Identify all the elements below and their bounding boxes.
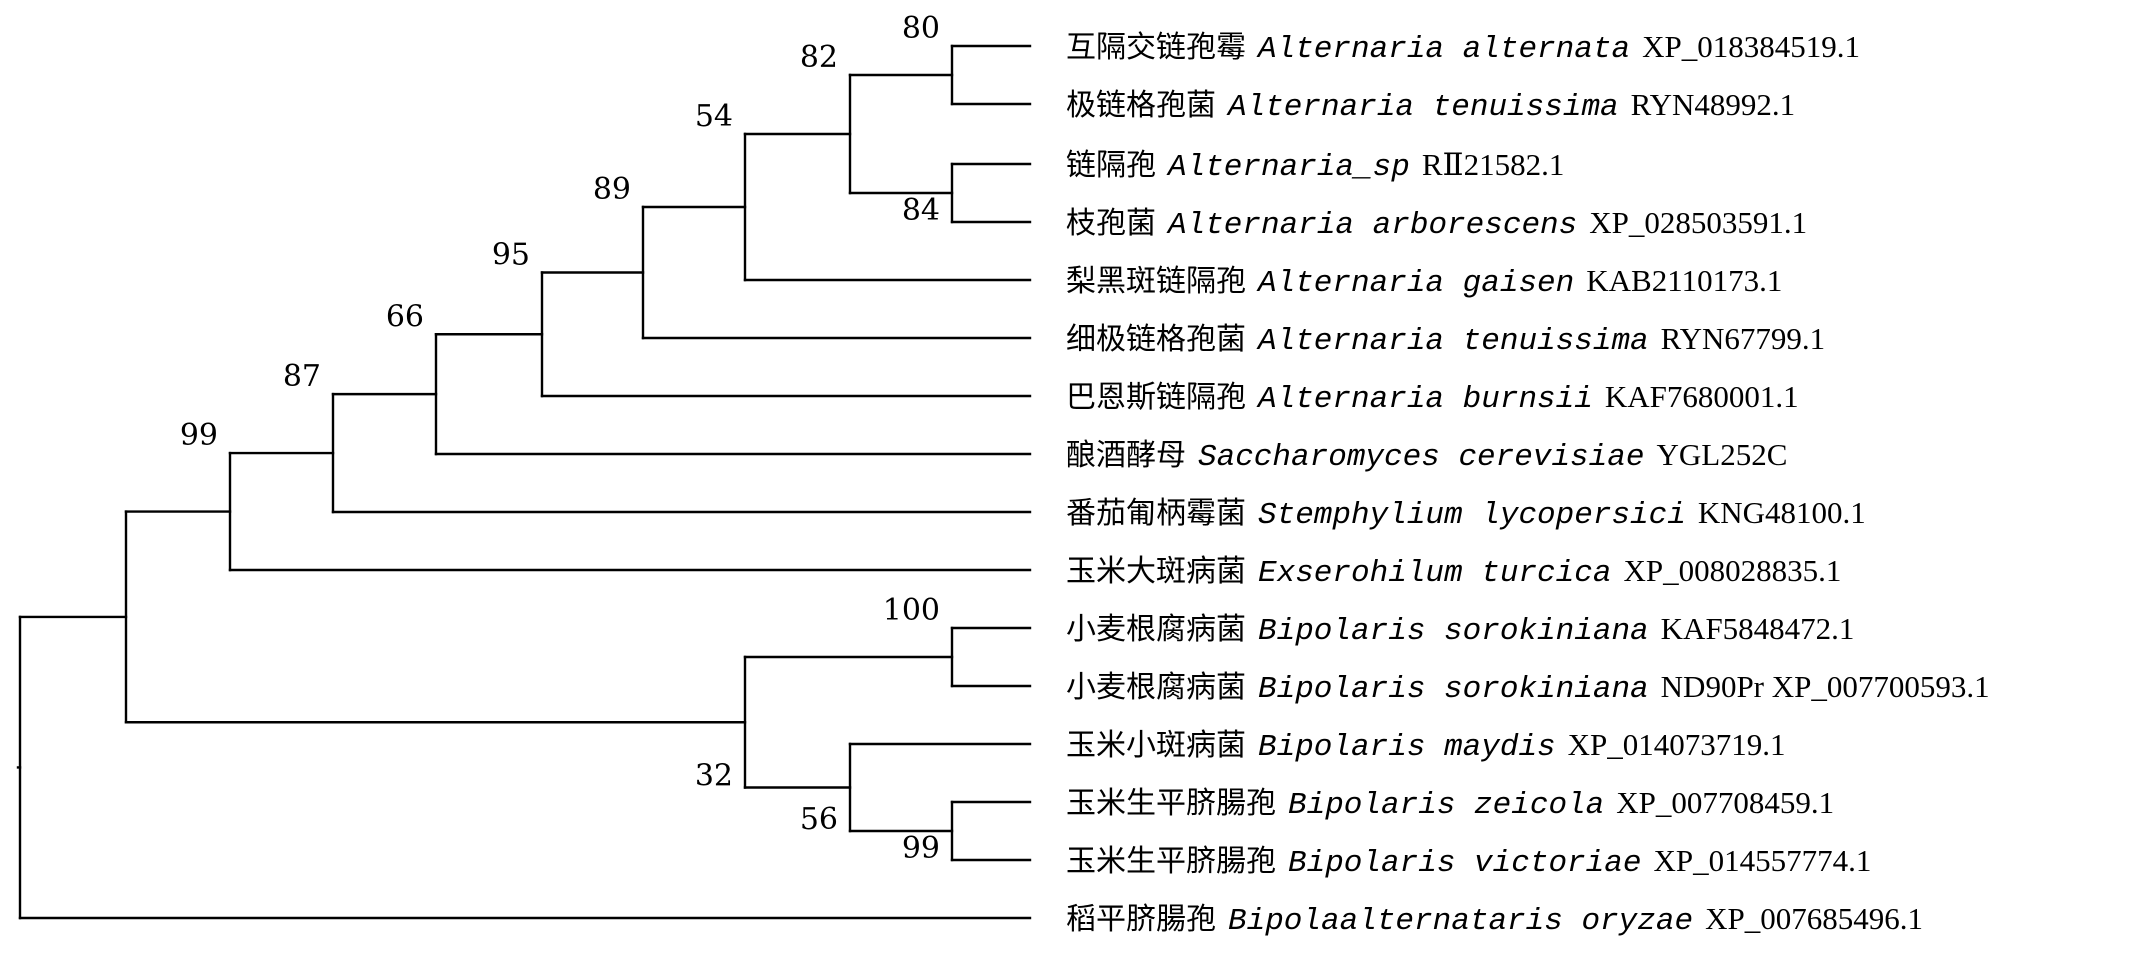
leaf-label: 玉米小斑病菌 Bipolaris maydis XP_014073719.1 xyxy=(1066,727,1786,765)
leaf-label: 玉米生平脐腸孢 Bipolaris zeicola XP_007708459.1 xyxy=(1066,785,1834,823)
leaf-accession: XP_028503591.1 xyxy=(1589,205,1807,240)
leaf-label: 番茄匍柄霉菌 Stemphylium lycopersici KNG48100.1 xyxy=(1066,495,1866,533)
leaf-chinese-name: 枝孢菌 xyxy=(1066,206,1156,241)
leaf-chinese-name: 梨黑斑链隔孢 xyxy=(1066,264,1246,299)
leaf-chinese-name: 小麦根腐病菌 xyxy=(1066,670,1246,705)
bootstrap-labels: 80 84 82 54 89 95 66 87 99 100 99 56 32 xyxy=(180,11,940,866)
leaf-chinese-name: 小麦根腐病菌 xyxy=(1066,612,1246,647)
leaf-chinese-name: 互隔交链孢霉 xyxy=(1066,30,1246,65)
leaf-accession: KAF7680001.1 xyxy=(1605,379,1799,414)
leaf-species-name: Bipolaris maydis xyxy=(1258,730,1556,765)
leaf-species-name: Stemphylium lycopersici xyxy=(1258,498,1686,533)
bootstrap-value: 89 xyxy=(593,172,631,207)
leaf-chinese-name: 番茄匍柄霉菌 xyxy=(1066,496,1246,531)
leaf-chinese-name: 玉米小斑病菌 xyxy=(1066,728,1246,763)
leaf-species-name: Alternaria tenuissima xyxy=(1256,324,1649,359)
leaf-label: 玉米生平脐腸孢 Bipolaris victoriae XP_014557774.1 xyxy=(1066,843,1871,881)
leaf-labels: 互隔交链孢霉 Alternaria alternata XP_018384519.1… xyxy=(1066,29,1990,939)
leaf-label: 极链格孢菌 Alternaria tenuissima RYN48992.1 xyxy=(1066,87,1795,125)
leaf-species-name: Bipolaris victoriae xyxy=(1288,846,1641,881)
bootstrap-value: 99 xyxy=(180,418,218,453)
leaf-label: 细极链格孢菌 Alternaria tenuissima RYN67799.1 xyxy=(1066,321,1825,359)
bootstrap-value: 84 xyxy=(902,193,940,228)
bootstrap-value: 100 xyxy=(883,593,940,628)
leaf-species-name: Exserohilum turcica xyxy=(1258,556,1611,591)
leaf-label: 梨黑斑链隔孢 Alternaria gaisen KAB2110173.1 xyxy=(1066,263,1782,301)
leaf-accession: XP_008028835.1 xyxy=(1623,553,1841,588)
leaf-species-name: Alternaria alternata xyxy=(1256,32,1630,67)
leaf-accession: YGL252C xyxy=(1656,437,1787,472)
bootstrap-value: 82 xyxy=(800,40,838,75)
bootstrap-value: 80 xyxy=(902,11,940,46)
leaf-accession: KAF5848472.1 xyxy=(1661,611,1855,646)
leaf-accession: RYN48992.1 xyxy=(1631,87,1796,122)
leaf-species-name: Bipolaris sorokiniana xyxy=(1258,672,1649,707)
leaf-label: 稻平脐腸孢 Bipolaalternataris oryzae XP_0076854… xyxy=(1066,901,1923,939)
leaf-accession: XP_018384519.1 xyxy=(1642,29,1860,64)
leaf-label: 小麦根腐病菌 Bipolaris sorokiniana KAF5848472.1 xyxy=(1066,611,1854,649)
leaf-species-name: Bipolaalternataris oryzae xyxy=(1228,904,1693,939)
bootstrap-value: 54 xyxy=(695,99,733,134)
leaf-label: 玉米大斑病菌 Exserohilum turcica XP_008028835.1 xyxy=(1066,553,1841,591)
leaf-species-name: Alternaria gaisen xyxy=(1256,266,1574,301)
leaf-accession: RYN67799.1 xyxy=(1661,321,1826,356)
bootstrap-value: 95 xyxy=(492,238,530,273)
leaf-chinese-name: 玉米生平脐腸孢 xyxy=(1066,844,1276,879)
leaf-chinese-name: 链隔孢 xyxy=(1066,148,1156,183)
bootstrap-value: 32 xyxy=(695,759,733,794)
leaf-species-name: Alternaria arborescens xyxy=(1166,208,1577,243)
leaf-label: 枝孢菌 Alternaria arborescens XP_028503591.1 xyxy=(1066,205,1807,243)
leaf-accession: XP_014073719.1 xyxy=(1568,727,1786,762)
leaf-chinese-name: 稻平脐腸孢 xyxy=(1066,902,1216,937)
leaf-accession: XP_007708459.1 xyxy=(1616,785,1834,820)
leaf-species-name: Bipolaris sorokiniana xyxy=(1258,614,1649,649)
leaf-label: 小麦根腐病菌 Bipolaris sorokiniana ND90Pr XP_007… xyxy=(1066,669,1990,707)
leaf-species-name: Alternaria burnsii xyxy=(1256,382,1593,417)
leaf-accession: XP_007685496.1 xyxy=(1705,901,1923,936)
leaf-label: 互隔交链孢霉 Alternaria alternata XP_018384519.1 xyxy=(1066,29,1860,67)
leaf-chinese-name: 极链格孢菌 xyxy=(1066,88,1216,123)
leaf-species-name: Saccharomyces cerevisiae xyxy=(1198,440,1644,475)
leaf-chinese-name: 玉米生平脐腸孢 xyxy=(1066,786,1276,821)
leaf-accession: ND90Pr XP_007700593.1 xyxy=(1661,669,1990,704)
bootstrap-value: 87 xyxy=(283,359,321,394)
bootstrap-value: 66 xyxy=(386,299,424,334)
leaf-label: 巴恩斯链隔孢 Alternaria burnsii KAF7680001.1 xyxy=(1066,379,1799,417)
leaf-accession: RⅡ21582.1 xyxy=(1422,147,1565,182)
leaf-chinese-name: 巴恩斯链隔孢 xyxy=(1066,380,1246,415)
leaf-species-name: Alternaria tenuissima xyxy=(1226,90,1619,125)
bootstrap-value: 56 xyxy=(800,802,838,837)
leaf-species-name: Alternaria_sp xyxy=(1166,150,1410,185)
leaf-chinese-name: 玉米大斑病菌 xyxy=(1066,554,1246,589)
bootstrap-value: 99 xyxy=(902,831,940,866)
leaf-accession: XP_014557774.1 xyxy=(1653,843,1871,878)
leaf-accession: KNG48100.1 xyxy=(1698,495,1866,530)
tree-branches xyxy=(16,44,1032,920)
leaf-label: 酿酒酵母 Saccharomyces cerevisiae YGL252C xyxy=(1066,437,1787,475)
leaf-accession: KAB2110173.1 xyxy=(1586,263,1782,298)
leaf-chinese-name: 细极链格孢菌 xyxy=(1066,322,1246,357)
leaf-label: 链隔孢 Alternaria_sp RⅡ21582.1 xyxy=(1066,147,1564,185)
leaf-species-name: Bipolaris zeicola xyxy=(1288,788,1604,823)
leaf-chinese-name: 酿酒酵母 xyxy=(1066,438,1186,473)
